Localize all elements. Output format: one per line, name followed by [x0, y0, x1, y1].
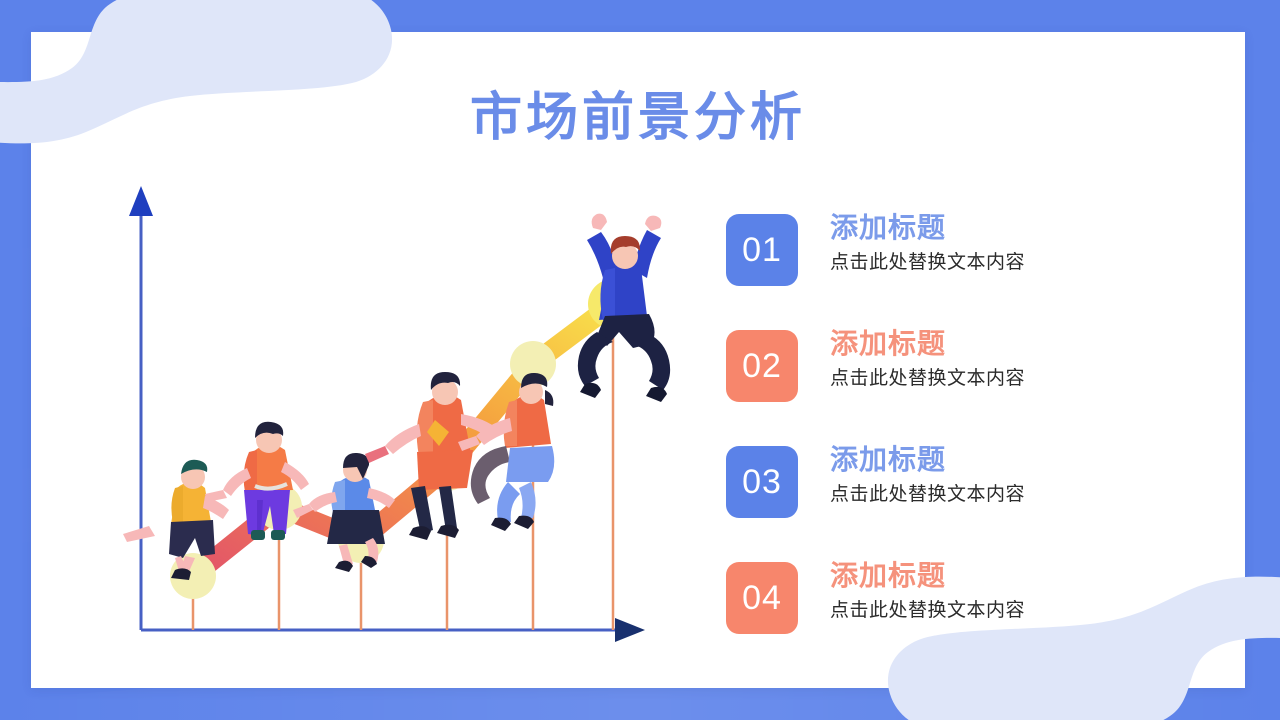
list-item-badge: 04 [726, 562, 798, 634]
list-item-badge: 01 [726, 214, 798, 286]
list-item[interactable]: 03 添加标题 点击此处替换文本内容 [726, 442, 1196, 558]
list-item-text: 添加标题 点击此处替换文本内容 [830, 326, 1025, 393]
list-item-title: 添加标题 [830, 444, 947, 475]
slide-card: 市场前景分析 [31, 32, 1245, 688]
growth-chart-svg [123, 186, 671, 642]
figure-3 [293, 452, 395, 572]
growth-chart [89, 152, 689, 662]
list-item-text: 添加标题 点击此处替换文本内容 [830, 442, 1025, 509]
figure-6-celebrating [577, 213, 671, 402]
chart-axes [129, 186, 645, 642]
list-item[interactable]: 01 添加标题 点击此处替换文本内容 [726, 210, 1196, 326]
list-item-title: 添加标题 [830, 212, 947, 243]
figure-4 [365, 372, 499, 540]
list-item-text: 添加标题 点击此处替换文本内容 [830, 558, 1025, 625]
figure-1 [123, 459, 229, 580]
figure-2 [205, 421, 309, 540]
list-item[interactable]: 04 添加标题 点击此处替换文本内容 [726, 558, 1196, 674]
list-item-badge: 03 [726, 446, 798, 518]
figure-5 [458, 372, 555, 531]
list-item-desc: 点击此处替换文本内容 [830, 484, 1026, 505]
list-item-desc: 点击此处替换文本内容 [830, 368, 1026, 389]
list-item-badge: 02 [726, 330, 798, 402]
list-item-text: 添加标题 点击此处替换文本内容 [830, 210, 1025, 277]
list-item-title: 添加标题 [830, 328, 947, 359]
page-title: 市场前景分析 [469, 89, 806, 147]
list-item-desc: 点击此处替换文本内容 [830, 252, 1026, 273]
list-item-title: 添加标题 [830, 560, 947, 591]
feature-list: 01 添加标题 点击此处替换文本内容 02 添加标题 点击此处替换文本内容 03… [726, 210, 1196, 674]
list-item[interactable]: 02 添加标题 点击此处替换文本内容 [726, 326, 1196, 442]
list-item-desc: 点击此处替换文本内容 [830, 600, 1026, 621]
